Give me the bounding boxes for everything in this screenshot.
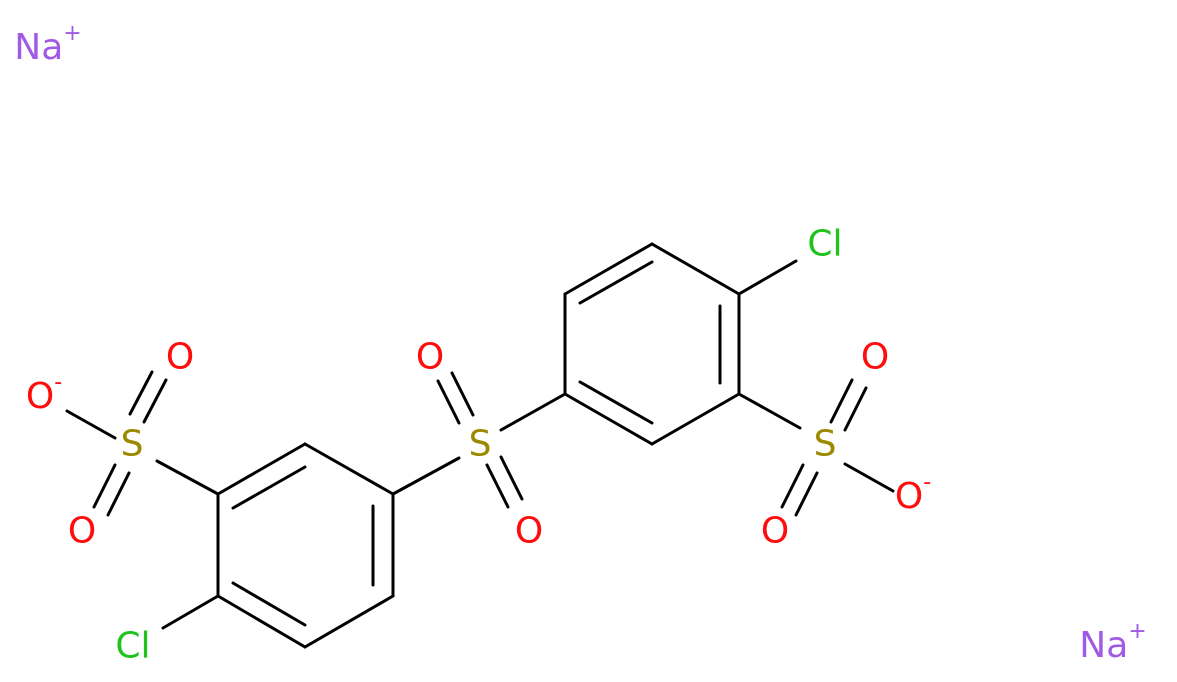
- bond-right-ring-5: [563, 392, 654, 446]
- bond-left-s-o-minus: [65, 409, 117, 440]
- oxygen-right-anion: O-: [895, 470, 931, 517]
- bond-left-s-o-top-b: [128, 370, 154, 416]
- bond-right-ring-inner-3: [578, 380, 654, 425]
- oxygen-right-bottom: O: [761, 511, 789, 552]
- bond-right-ring-2: [650, 242, 741, 296]
- bond-left-ring-to-sulfonate-s: [155, 459, 220, 496]
- bond-right-ring-4: [650, 392, 741, 446]
- bond-right-s-o-bottom-b: [794, 471, 819, 517]
- oxygen-center-bottom: O: [515, 511, 543, 552]
- atoms: Na+ Na+ Cl Cl S S S O- O O O O O O O-: [14, 21, 1146, 667]
- bond-right-ring-1: [563, 242, 654, 296]
- bond-left-ring-to-center-s: [391, 456, 461, 496]
- oxygen-center-top: O: [416, 337, 444, 378]
- bonds: [65, 242, 895, 649]
- bond-right-s-o-bottom-a: [780, 463, 805, 509]
- sodium-ion-top: Na+: [14, 21, 81, 68]
- bond-right-ring-inner-1: [578, 260, 654, 305]
- bond-center-s-o-top-b: [450, 371, 475, 417]
- oxygen-left-anion: O-: [26, 370, 62, 417]
- bond-right-s-o-top-a: [829, 378, 854, 424]
- oxygen-left-top: O: [166, 337, 194, 378]
- sulfur-right-sulfonate: S: [814, 424, 837, 465]
- sulfur-left-sulfonate: S: [121, 424, 144, 465]
- oxygen-left-bottom: O: [68, 511, 96, 552]
- bond-center-s-o-top-a: [436, 379, 461, 425]
- bond-left-ring-6: [216, 442, 307, 496]
- bond-left-s-o-bottom-a: [106, 471, 131, 517]
- sodium-ion-bottom: Na+: [1079, 619, 1146, 666]
- bond-left-ring-3: [303, 594, 395, 649]
- bond-center-s-o-bottom-a: [485, 463, 510, 509]
- bond-right-ring-to-sulfonate-s: [737, 392, 802, 430]
- bond-right-s-o-minus: [843, 462, 895, 493]
- bond-left-ring-inner-3: [231, 581, 307, 627]
- bond-left-s-o-top-a: [142, 378, 168, 424]
- sulfur-center-sulfone: S: [469, 424, 492, 465]
- bond-left-ring-inner-1: [231, 465, 307, 510]
- bond-right-ring-to-cl: [737, 259, 798, 296]
- bond-center-s-o-bottom-b: [499, 455, 524, 501]
- bond-left-ring-1: [303, 442, 395, 496]
- chlorine-right: Cl: [807, 224, 842, 265]
- bond-right-s-o-top-b: [843, 386, 868, 432]
- bond-right-ring-to-center-s: [499, 392, 567, 432]
- bond-left-s-o-bottom-b: [92, 463, 117, 509]
- bond-left-ring-to-cl: [161, 594, 220, 630]
- chlorine-left: Cl: [115, 626, 150, 667]
- bond-left-ring-4: [216, 594, 307, 649]
- oxygen-right-top: O: [861, 337, 889, 378]
